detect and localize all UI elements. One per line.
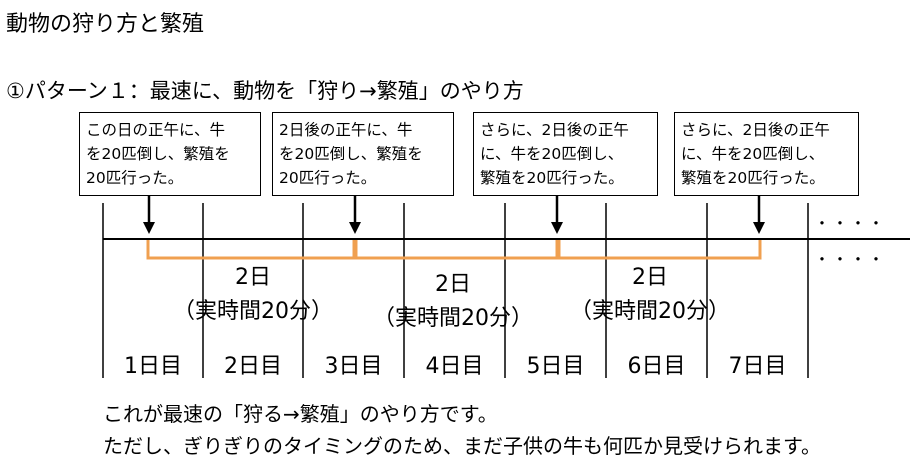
callout-line: この日の正午に、牛: [86, 121, 226, 139]
span-duration: 2日: [235, 265, 271, 290]
callout-day7: さらに、2日後の正午 に、牛を20匹倒し、 繁殖を20匹行った。: [674, 112, 859, 196]
footer-text: これが最速の「狩る→繁殖」のやり方です。 ただし、ぎりぎりのタイミングのため、ま…: [103, 398, 821, 462]
callout-day1: この日の正午に、牛 を20匹倒し、繁殖を 20匹行った。: [79, 112, 261, 196]
day-label: 6日目: [627, 354, 686, 379]
callout-line: 繁殖を20匹行った。: [681, 169, 825, 187]
callout-line: さらに、2日後の正午: [480, 121, 629, 139]
page-title: 動物の狩り方と繁殖: [6, 12, 205, 37]
span-duration: 2日: [632, 265, 668, 290]
section-subtitle: ①パターン１：最速に、動物を「狩り→繁殖」のやり方: [6, 79, 524, 103]
callout-day3: 2日後の正午に、牛 を20匹倒し、繁殖を 20匹行った。: [272, 112, 454, 196]
day-label: 4日目: [425, 354, 484, 379]
span-label: 2日 （実時間20分）: [368, 270, 538, 334]
callout-line: に、牛を20匹倒し、: [681, 145, 825, 163]
arrow-1: [143, 196, 155, 234]
span-realtime: （実時間20分）: [373, 306, 533, 331]
arrow-4: [753, 196, 765, 234]
day-label: 3日目: [324, 354, 383, 379]
callout-line: に、牛を20匹倒し、: [480, 145, 624, 163]
span-duration: 2日: [435, 272, 471, 297]
arrow-2: [349, 196, 361, 234]
callout-line: を20匹倒し、繁殖を: [279, 145, 423, 163]
span-bracket: [557, 240, 762, 260]
span-bracket: [354, 240, 559, 260]
callout-line: 2日後の正午に、牛: [279, 121, 413, 139]
footer-line: これが最速の「狩る→繁殖」のやり方です。: [103, 402, 498, 426]
callout-line: さらに、2日後の正午: [681, 121, 830, 139]
footer-line: ただし、ぎりぎりのタイミングのため、まだ子供の牛も何匹か見受けられます。: [103, 434, 821, 458]
day-label: 1日目: [124, 354, 182, 379]
callout-line: 20匹行った。: [279, 169, 377, 187]
span-label: 2日 （実時間20分）: [168, 263, 338, 327]
callout-line: 20匹行った。: [86, 169, 184, 187]
callout-line: を20匹倒し、繁殖を: [86, 145, 230, 163]
callout-day5: さらに、2日後の正午 に、牛を20匹倒し、 繁殖を20匹行った。: [473, 112, 658, 196]
continuation-dots: ・・・・: [814, 250, 887, 269]
day-label: 2日目: [224, 354, 282, 379]
span-realtime: （実時間20分）: [173, 299, 333, 324]
day-label: 5日目: [526, 354, 585, 379]
callout-line: 繁殖を20匹行った。: [480, 169, 624, 187]
continuation-dots: ・・・・: [814, 214, 887, 233]
arrow-3: [551, 196, 563, 234]
span-bracket: [146, 240, 356, 260]
span-label: 2日 （実時間20分）: [565, 263, 735, 327]
span-realtime: （実時間20分）: [570, 299, 730, 324]
day-label: 7日目: [728, 354, 787, 379]
